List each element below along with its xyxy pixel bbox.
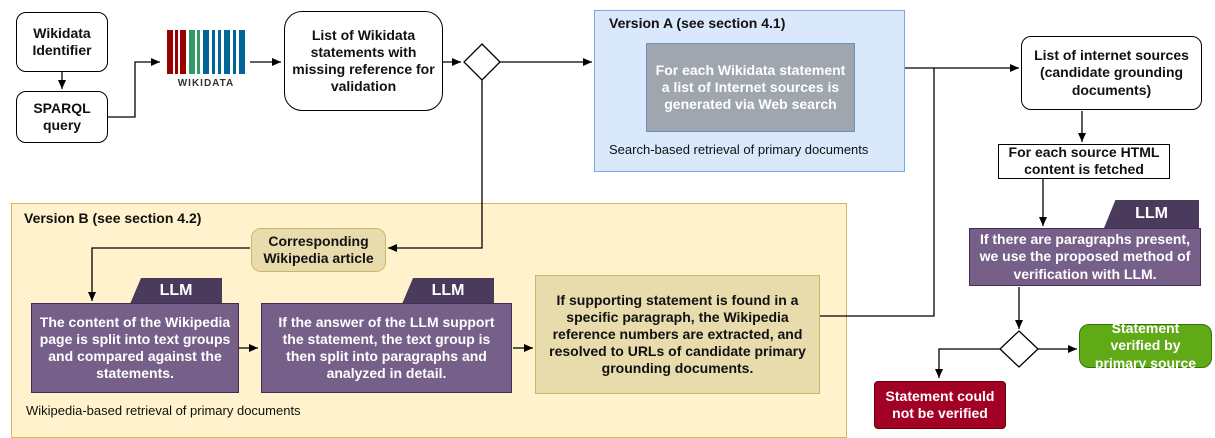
- wikidata-identifier-node: Wikidata Identifier: [16, 12, 108, 72]
- reference-extraction-node: If supporting statement is found in a sp…: [535, 275, 820, 394]
- version-b-title: Version B (see section 4.2): [24, 210, 202, 226]
- html-fetched-node: For each source HTML content is fetched: [998, 144, 1170, 179]
- version-a-caption: Search-based retrieval of primary docume…: [609, 142, 869, 157]
- answer-split-node: If the answer of the LLM support the sta…: [261, 303, 512, 393]
- statement-not-verified-node: Statement could not be verified: [874, 381, 1006, 429]
- version-a-title: Version A (see section 4.1): [609, 15, 786, 31]
- sparql-query-node: SPARQL query: [16, 91, 108, 143]
- edge-decision-not-verified: [935, 348, 1000, 378]
- llm-tag-middle: LLM: [402, 278, 494, 304]
- flow-edges: [58, 43, 1086, 378]
- content-split-node: The content of the Wikipedia page is spl…: [31, 303, 239, 393]
- wikidata-barcode-icon: [167, 30, 245, 74]
- split-decision-diamond: [463, 43, 501, 81]
- internet-sources-node: List of internet sources (candidate grou…: [1021, 36, 1202, 110]
- edge-article-split: [88, 247, 250, 301]
- version-b-caption: Wikipedia-based retrieval of primary doc…: [26, 403, 301, 418]
- edge-sparql-logo: [107, 58, 160, 118]
- paragraph-verification-node: If there are paragraphs present, we use …: [969, 228, 1201, 286]
- llm-tag-right: LLM: [1104, 200, 1199, 228]
- statement-verified-node: Statement verified by primary source: [1079, 320, 1212, 371]
- corresponding-article-node: Corresponding Wikipedia article: [251, 228, 386, 272]
- web-search-node: For each Wikidata statement a list of In…: [646, 43, 855, 132]
- wikidata-logo: WIKIDATA: [163, 30, 249, 92]
- verification-decision-diamond: [999, 330, 1039, 368]
- edge-diamond-article: [388, 80, 483, 252]
- llm-tag-left: LLM: [130, 278, 222, 304]
- wikidata-logo-text: WIKIDATA: [177, 78, 235, 89]
- statements-list-node: List of Wikidata statements with missing…: [284, 11, 443, 111]
- edge-reference-merge: [820, 68, 935, 317]
